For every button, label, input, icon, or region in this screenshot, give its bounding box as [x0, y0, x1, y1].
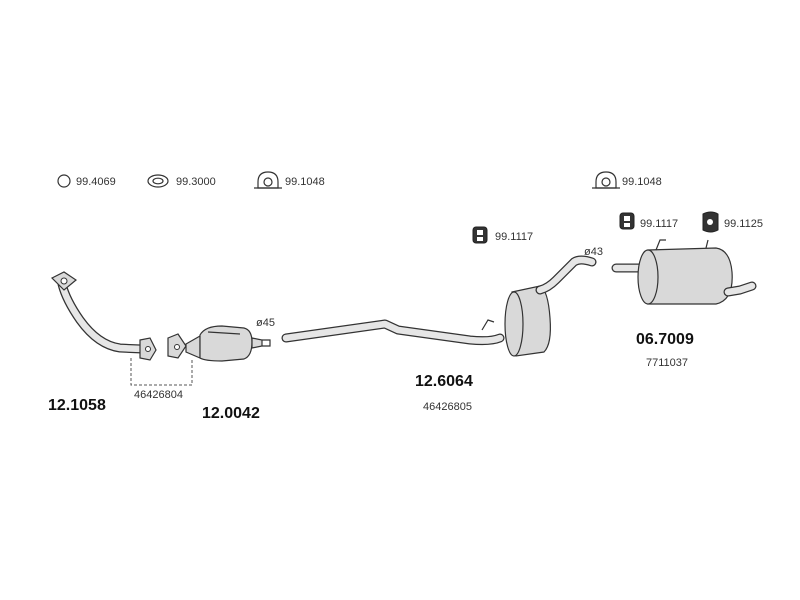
clamp-label-front: 99.1048 [285, 176, 325, 188]
hanger-label-rear: 99.1117 [640, 218, 678, 230]
catalyst-diameter: ø45 [256, 317, 275, 329]
rear-silencer-oem: 7711037 [646, 357, 688, 369]
front-pipe-icon [50, 271, 157, 361]
rubber-hanger-icon [619, 212, 635, 230]
ring-gasket-icon [57, 174, 71, 188]
seal-ring-label: 99.3000 [176, 176, 216, 188]
hanger-label-rear-alt: 99.1125 [724, 218, 763, 230]
clamp-icon [254, 171, 282, 189]
catalyst-part-number: 12.0042 [202, 405, 260, 422]
rear-silencer-part-number: 06.7009 [636, 331, 694, 348]
clamp-icon [592, 171, 620, 189]
rubber-mount-icon [702, 211, 719, 233]
rubber-hanger-icon [472, 226, 488, 244]
seal-ring-icon [147, 174, 169, 188]
middle-silencer-diameter: ø43 [584, 246, 603, 258]
middle-silencer-icon [281, 255, 597, 357]
catalytic-converter-icon [167, 325, 271, 362]
middle-silencer-oem: 46426805 [423, 401, 472, 413]
front-pipe-oem-label: 46426804 [134, 389, 183, 401]
ring-gasket-label: 99.4069 [76, 176, 116, 188]
middle-silencer-part-number: 12.6064 [415, 373, 473, 390]
rear-silencer-icon [611, 239, 757, 305]
hanger-label-mid: 99.1117 [495, 231, 533, 243]
front-pipe-part-number: 12.1058 [48, 397, 106, 414]
oem-bracket [130, 358, 193, 386]
clamp-label-rear: 99.1048 [622, 176, 662, 188]
